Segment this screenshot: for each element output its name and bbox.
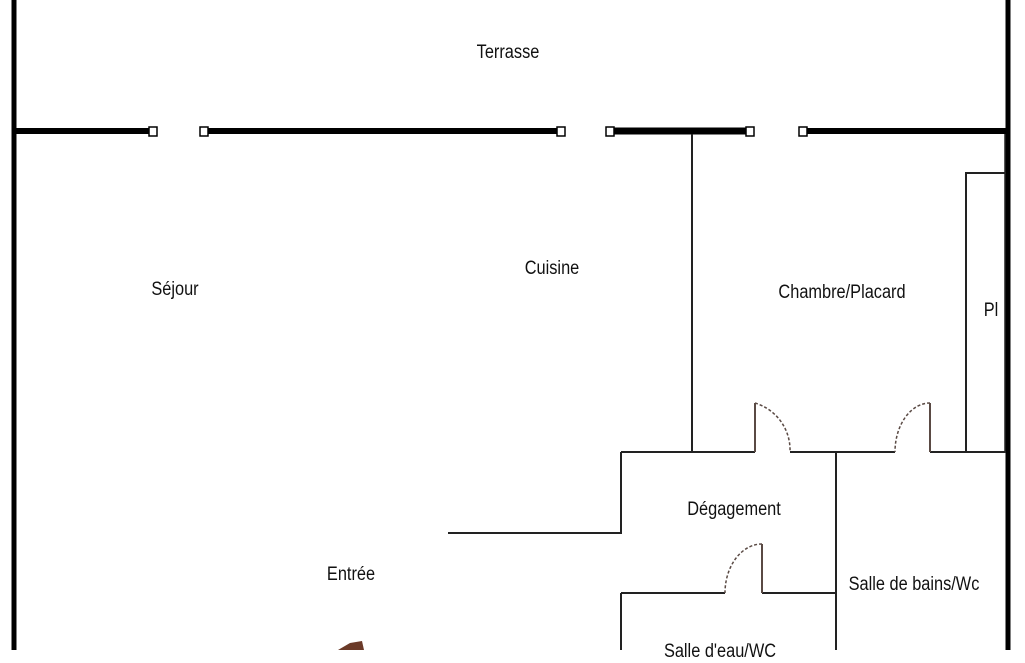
room-label-salle-eau: Salle d'eau/WC: [663, 641, 777, 662]
room-label-terrasse: Terrasse: [476, 42, 540, 63]
door-chambre: [754, 402, 791, 453]
room-label-cuisine: Cuisine: [524, 258, 580, 279]
entry-marker: [338, 641, 364, 650]
doors: [724, 402, 931, 594]
inner-walls: [448, 134, 1006, 650]
room-label-sejour: Séjour: [151, 279, 199, 300]
room-label-degagement: Dégagement: [687, 499, 781, 520]
door-salle-bains: [894, 402, 931, 453]
door-salle-eau: [724, 543, 763, 594]
outer-walls: [11, 0, 1011, 650]
room-label-salle-bains: Salle de bains/Wc: [848, 574, 980, 595]
room-label-entree: Entrée: [326, 564, 376, 585]
window-markers: [148, 126, 808, 137]
room-label-chambre: Chambre/Placard: [778, 282, 906, 303]
room-label-placard: Pl: [983, 300, 999, 321]
